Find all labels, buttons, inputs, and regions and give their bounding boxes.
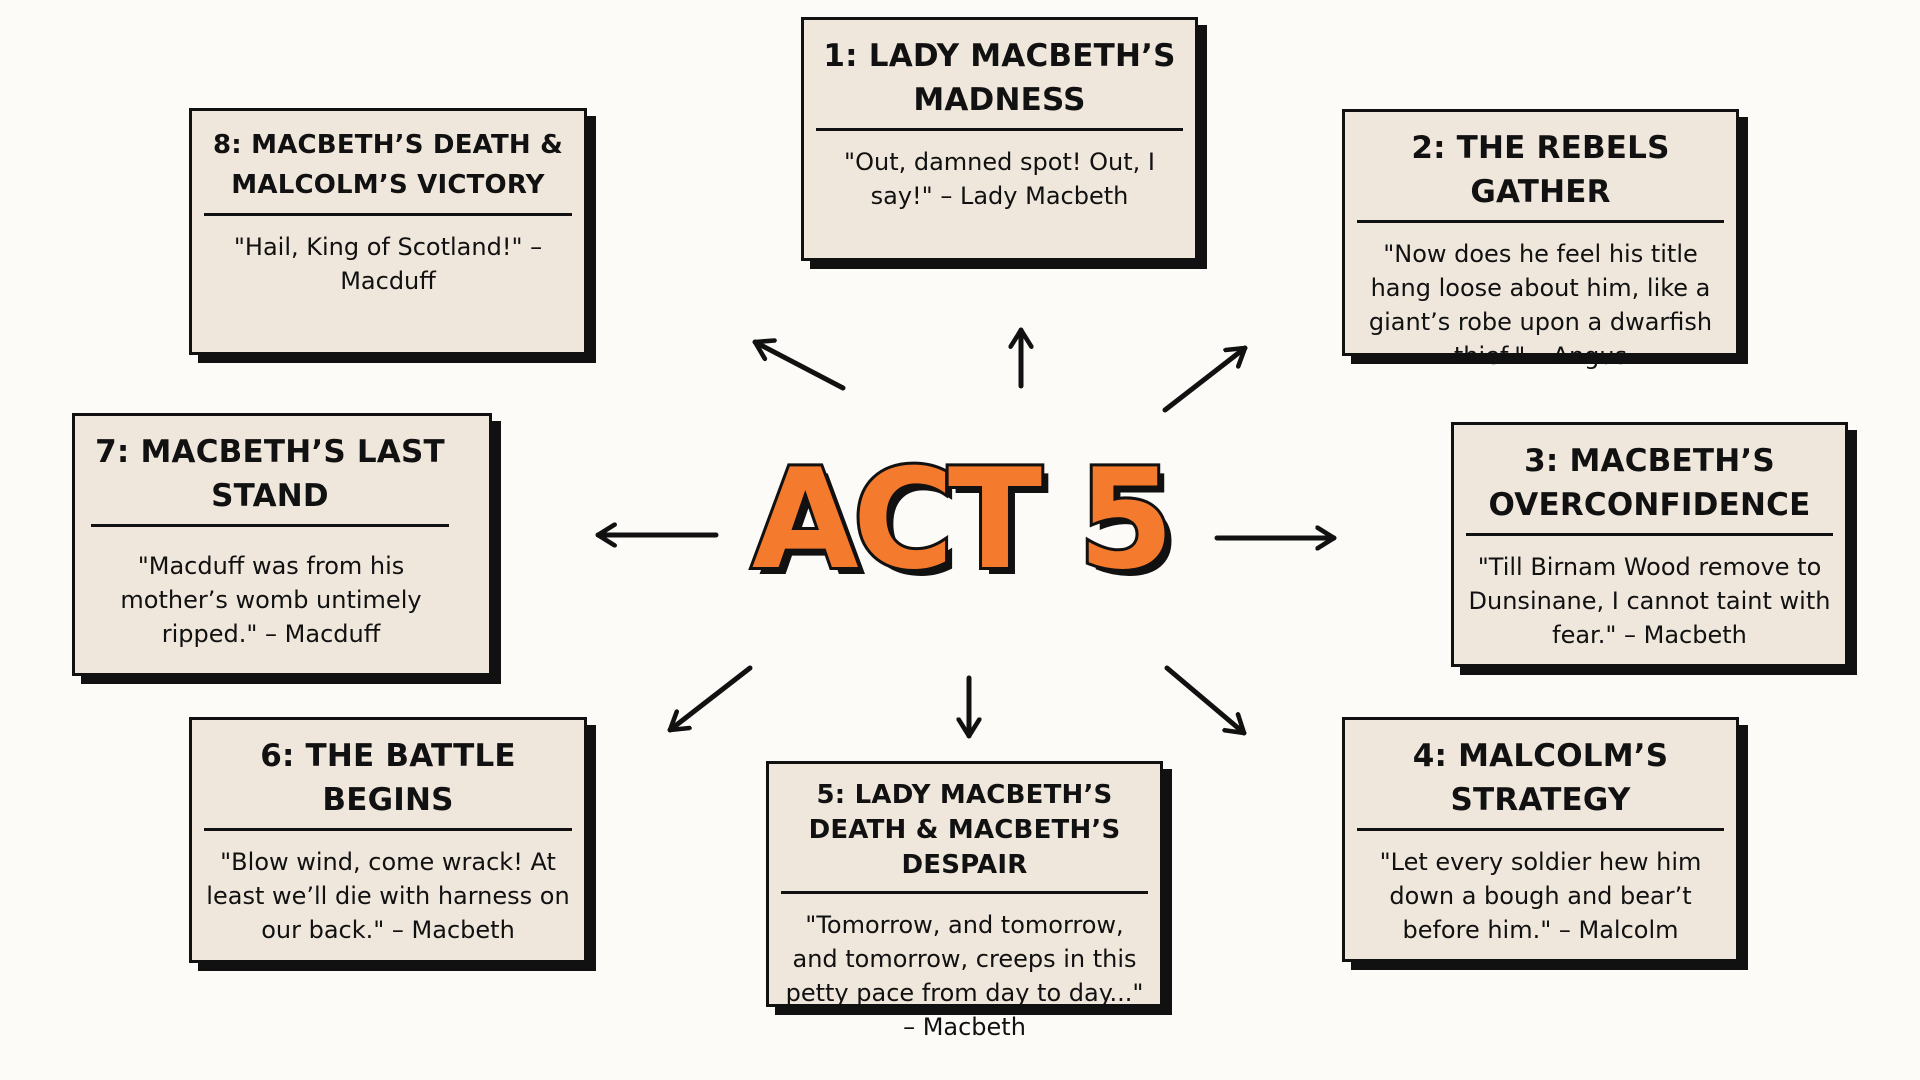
card-macbeths-overconfidence: 3: MACBETH’S OVERCONFIDENCE "Till Birnam… [1451,422,1848,667]
card-macbeths-last-stand: 7: MACBETH’S LAST STAND "Macduff was fro… [72,413,492,676]
arrow-to-card-8 [752,342,846,391]
card-malcolms-strategy: 4: MALCOLM’S STRATEGY "Let every soldier… [1342,717,1739,962]
card-the-rebels-gather: 2: THE REBELS GATHER "Now does he feel h… [1342,109,1739,370]
card-quote: "Till Birnam Wood remove to Dunsinane, I… [1468,553,1831,649]
arrow-to-card-2 [1162,345,1248,413]
arrow-to-card-4 [1164,665,1247,736]
card-title: 5: LADY MACBETH’S DEATH & MACBETH’S DESP… [781,778,1148,894]
card-quote: "Out, damned spot! Out, I say!" – Lady M… [844,148,1155,210]
act-title: ACT 5 [749,439,1177,600]
card-quote: "Let every soldier hew him down a bough … [1379,848,1702,944]
card-macbeths-death-malcolms-victory: 8: MACBETH’S DEATH & MALCOLM’S VICTORY "… [189,108,587,355]
card-quote: "Hail, King of Scotland!" – Macduff [233,233,543,295]
card-quote: "Blow wind, come wrack! At least we’ll d… [206,848,570,944]
card-quote: "Macduff was from his mother’s womb unti… [120,552,422,648]
card-lady-macbeths-madness: 1: LADY MACBETH’S MADNESS "Out, damned s… [801,17,1198,261]
card-title: 8: MACBETH’S DEATH & MALCOLM’S VICTORY [204,125,572,216]
card-title: 4: MALCOLM’S STRATEGY [1357,734,1724,831]
card-lady-macbeths-death: 5: LADY MACBETH’S DEATH & MACBETH’S DESP… [766,761,1163,1041]
arrow-to-card-6 [667,665,753,733]
card-quote: "Now does he feel his title hang loose a… [1368,240,1713,370]
card-title: 7: MACBETH’S LAST STAND [91,430,449,527]
card-quote: "Tomorrow, and tomorrow, and tomorrow, c… [785,911,1144,1041]
card-title: 6: THE BATTLE BEGINS [204,734,572,831]
card-title: 3: MACBETH’S OVERCONFIDENCE [1466,439,1833,536]
card-the-battle-begins: 6: THE BATTLE BEGINS "Blow wind, come wr… [189,717,587,963]
card-title: 1: LADY MACBETH’S MADNESS [816,34,1183,131]
card-title: 2: THE REBELS GATHER [1357,126,1724,223]
